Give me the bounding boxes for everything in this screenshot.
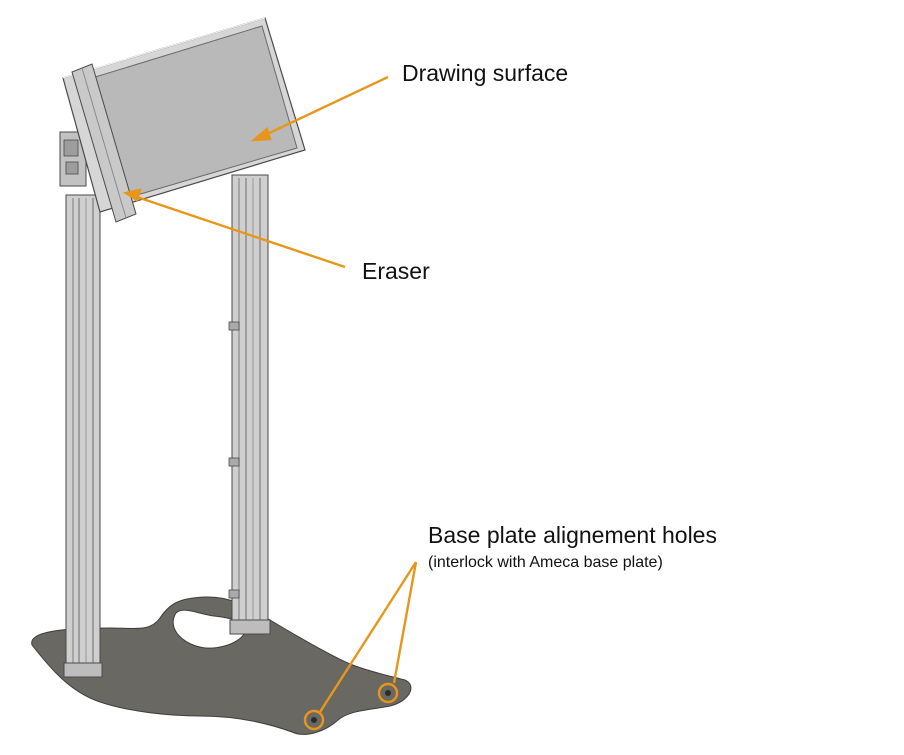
drawing-board [62,17,306,223]
hole-mark-2 [385,690,391,696]
base-plate [31,596,412,735]
right-upright [228,174,271,635]
label-base-plate-holes-note: (interlock with Ameca base plate) [428,554,663,571]
alignment-hole-1 [303,709,325,731]
label-base-plate-holes: Base plate alignement holes [428,522,717,548]
left-upright [63,194,103,678]
label-drawing-surface: Drawing surface [402,60,569,86]
hole-mark-1 [311,717,317,723]
callout-eraser [122,188,346,269]
label-eraser: Eraser [362,258,430,284]
callout-drawing-surface [250,75,389,142]
callout-base-plate-holes [303,561,418,731]
alignment-hole-2 [377,682,399,704]
